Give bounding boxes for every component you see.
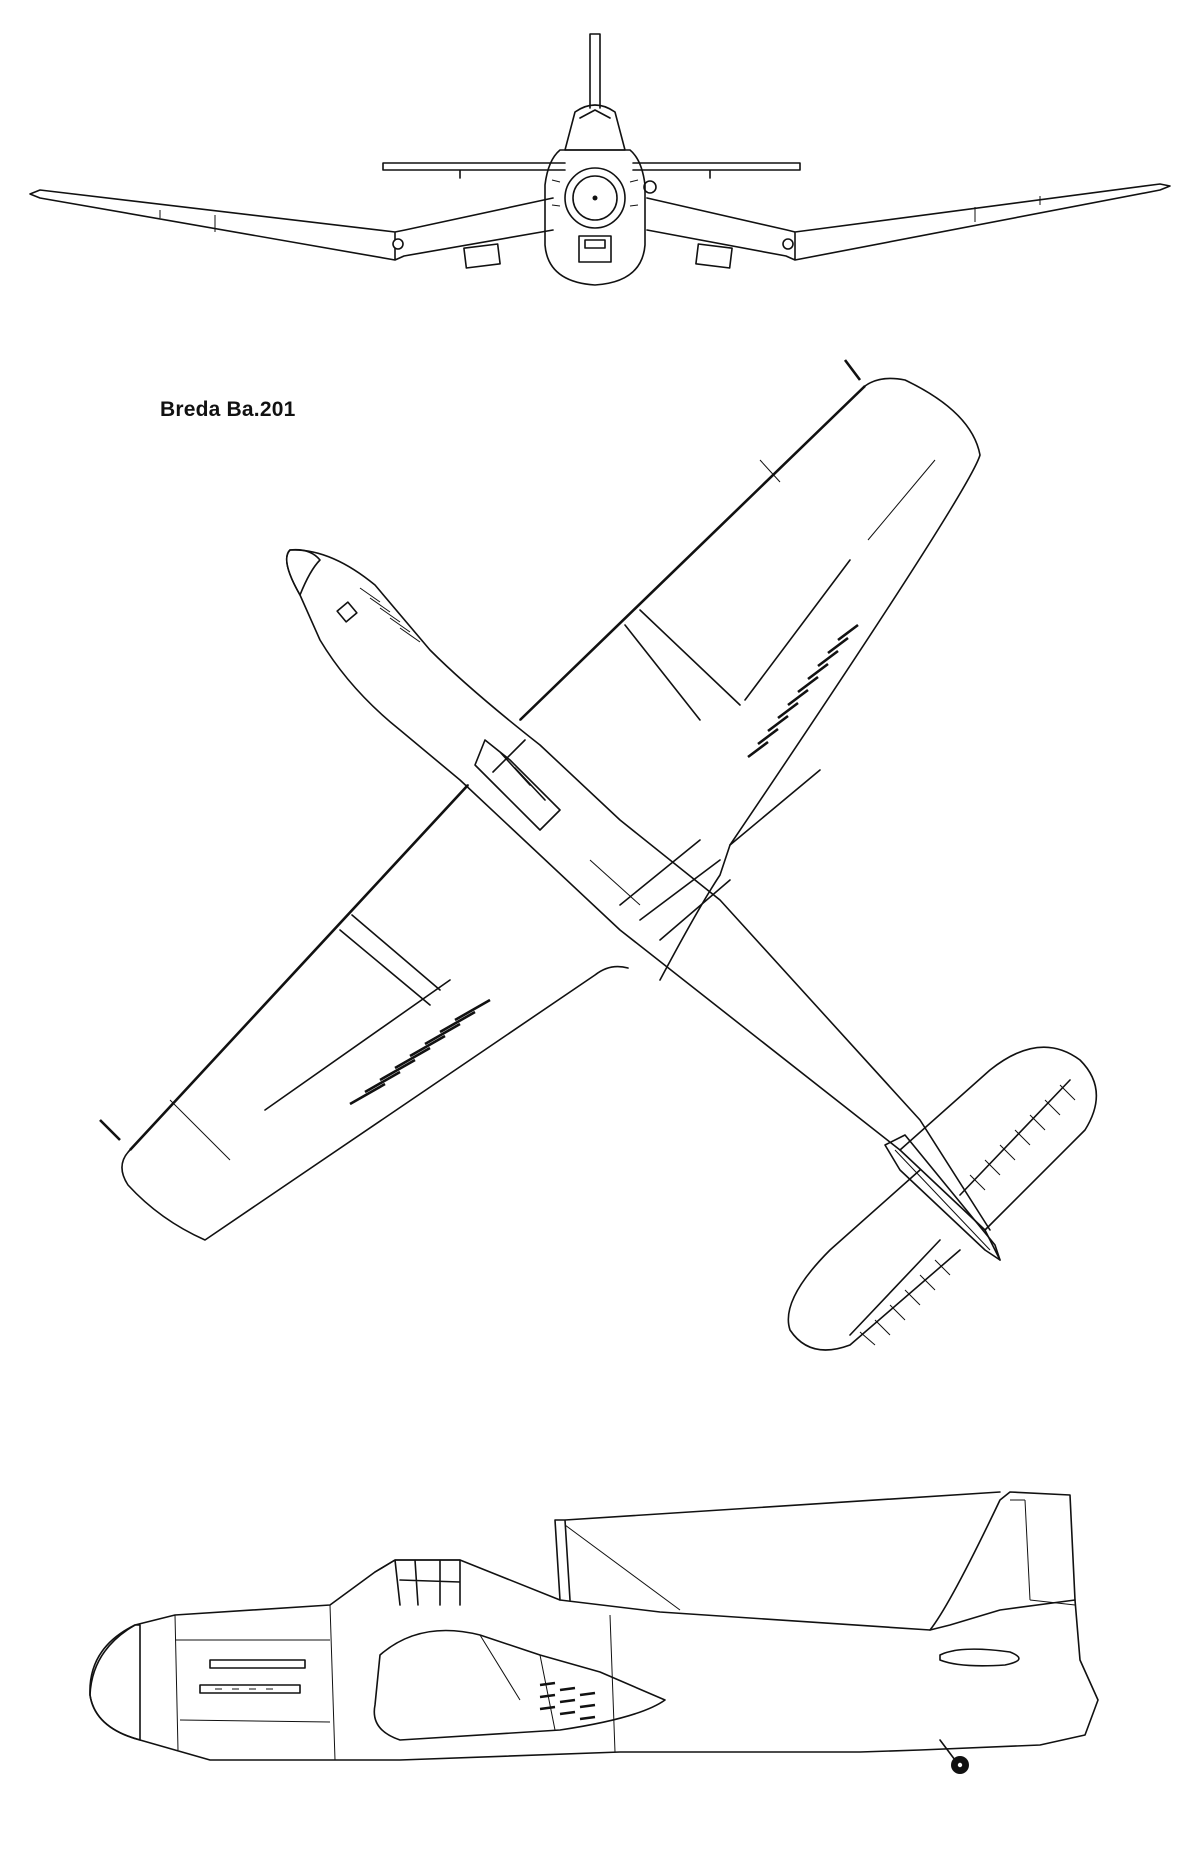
side-tailplane xyxy=(939,1648,1020,1667)
top-fin xyxy=(884,1134,1001,1261)
side-wing xyxy=(373,1629,666,1741)
front-spinner xyxy=(564,167,626,229)
side-wing-louvres xyxy=(539,1681,596,1721)
side-fin xyxy=(929,1491,1076,1631)
front-fuselage xyxy=(544,149,646,286)
front-right-wing xyxy=(646,183,1171,261)
top-tailplane xyxy=(787,1046,1098,1351)
top-main-wing xyxy=(121,377,981,1241)
top-elevator-ribs xyxy=(849,1079,1076,1346)
side-canopy xyxy=(374,1559,461,1606)
top-view xyxy=(99,359,1098,1351)
top-spinner xyxy=(285,548,321,596)
side-radio-mast xyxy=(554,1491,1001,1601)
side-spinner xyxy=(89,1624,141,1741)
side-exhaust xyxy=(199,1659,306,1694)
top-fuselage xyxy=(285,549,1001,1261)
front-canopy xyxy=(564,104,626,151)
drawing-title: Breda Ba.201 xyxy=(160,398,296,421)
front-left-wing xyxy=(29,189,554,261)
top-canopy xyxy=(474,739,561,831)
top-left-wing-ribs xyxy=(349,998,491,1106)
top-right-wing-ribs xyxy=(747,623,859,759)
front-fin xyxy=(589,33,601,109)
front-tailplane xyxy=(382,162,801,179)
front-view xyxy=(29,33,1171,286)
side-view xyxy=(89,1491,1099,1774)
